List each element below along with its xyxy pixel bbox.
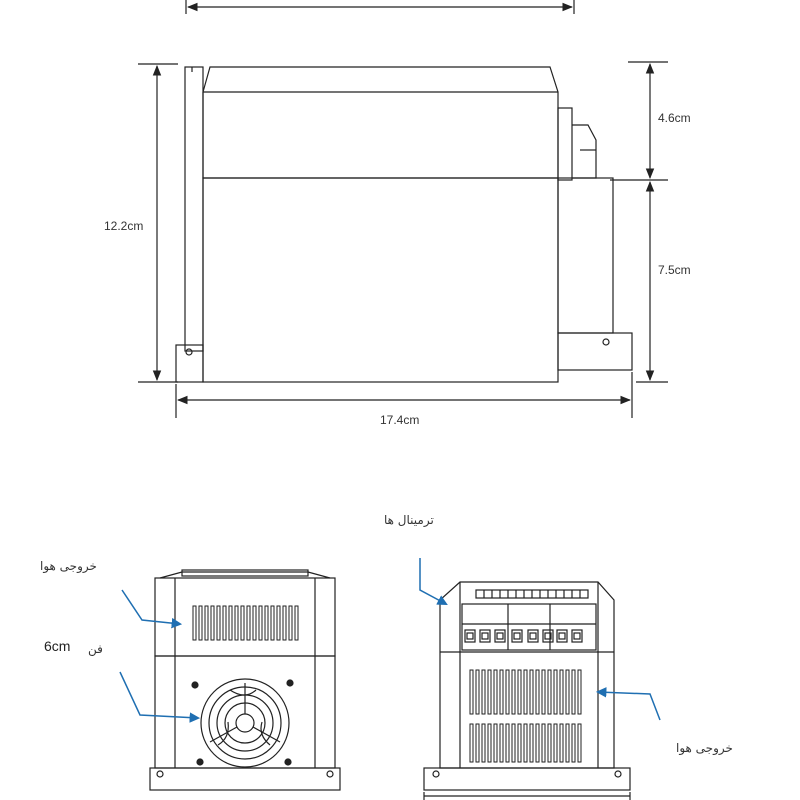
air-outlet-left-arrow xyxy=(121,589,183,629)
air-outlet-left-label: خروجی هوا xyxy=(40,559,97,574)
air-outlet-right-arrow xyxy=(595,687,661,721)
terminal-housing xyxy=(461,603,597,651)
right-terminal-block xyxy=(557,107,573,181)
lower-housing xyxy=(202,177,559,383)
lower-height-label: 7.5cm xyxy=(658,263,691,277)
rear-vents-lower xyxy=(469,723,582,763)
air-outlet-right-label: خروجی هوا xyxy=(676,741,733,756)
upper-height-label: 4.6cm xyxy=(658,111,691,125)
total-height-label: 12.2cm xyxy=(104,219,143,233)
terminals-label: ترمینال ها xyxy=(384,513,434,528)
right-side-box xyxy=(557,177,614,334)
upper-vents xyxy=(192,605,299,641)
right-foot xyxy=(557,332,633,371)
rear-unit-base xyxy=(423,767,631,791)
left-foot xyxy=(175,344,204,383)
front-view-fan xyxy=(149,569,341,791)
fan-arrow xyxy=(119,671,201,723)
fan-size-label: 6cm xyxy=(44,638,70,654)
upper-housing xyxy=(202,66,559,179)
side-view xyxy=(138,0,668,418)
fan-unit-upper xyxy=(154,577,336,657)
fan-icon xyxy=(200,678,290,768)
terminal-screws xyxy=(464,629,583,643)
terminals-arrow xyxy=(419,558,448,605)
total-width-label: 17.4cm xyxy=(380,413,419,427)
left-mount-plate xyxy=(184,66,204,352)
fan-word-label: فن xyxy=(88,642,103,657)
fan-unit-base xyxy=(149,767,341,791)
rear-view-terminals xyxy=(423,581,631,800)
rear-vents-upper xyxy=(469,669,582,715)
